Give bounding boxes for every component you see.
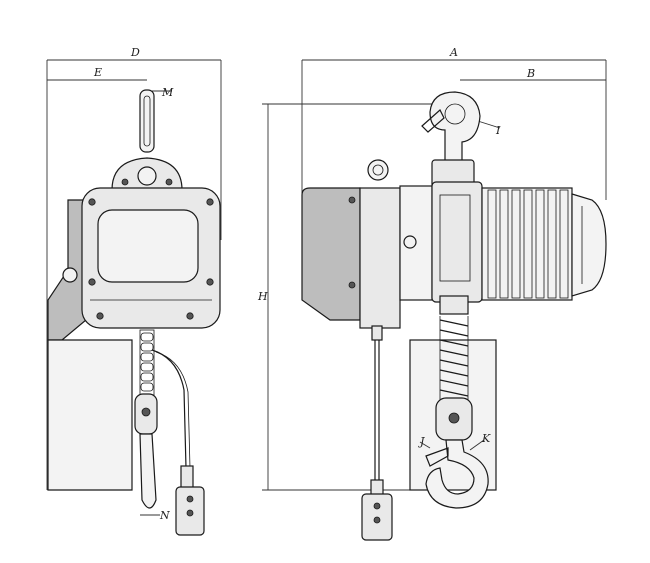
chain-link [140,332,154,342]
side-pendant-button-2 [373,516,381,524]
bottom-hook-latch [425,447,449,467]
side-housing-plug [403,235,417,249]
side-housing-plug [62,267,78,283]
load-chain-front [139,329,155,396]
fin-5 [535,189,545,299]
body-bolt-1 [88,198,96,206]
chain-link [140,352,154,362]
side-view: A B H I [257,46,607,541]
lifting-eye [367,159,389,181]
dim-label-j: J [418,435,425,448]
dim-j-leader [419,441,431,449]
body-bolt-2 [206,198,214,206]
chain-link [140,382,154,392]
pendant-button-2 [186,509,194,517]
motor-cooling-fins [487,189,569,299]
side-bottom-hook [425,439,489,509]
hanger-bolt-right [165,178,173,186]
dim-label-b: B [526,67,535,80]
top-hook-throat [444,103,466,125]
control-cable-front-outline [155,351,191,469]
lifting-eye-hole [372,164,384,176]
chain-link [140,372,154,382]
dim-label-i: I [495,124,501,137]
fin-4 [523,189,533,299]
dim-label-k: K [481,432,491,445]
fin-2 [499,189,509,299]
front-cover-panel [97,209,199,283]
brake-cover [439,194,471,282]
gearbox-bolt-2 [348,281,356,289]
body-bolt-6 [186,312,194,320]
hanger-eye [137,166,157,186]
chain-link [140,362,154,372]
chain-guide [139,329,155,396]
bottom-hook-front [139,433,157,509]
dim-label-h: H [257,290,268,303]
fin-3 [511,189,521,299]
motor-housing [481,187,573,301]
chain-container [47,339,133,491]
fin-1 [487,189,497,299]
dim-k-leader [469,439,485,451]
top-suspension-link [139,89,155,153]
hanger-bolt-left [121,178,129,186]
dim-label-n: N [159,509,170,522]
hook-block-pin [141,407,151,417]
spring-coils [439,319,469,397]
fin-7 [559,189,569,299]
body-bolt-5 [96,312,104,320]
pendant-strain-relief [180,465,194,489]
body-bolt-3 [88,278,96,286]
side-cable-gland [371,325,383,341]
dim-label-a: A [449,46,458,59]
dim-label-d: D [130,46,140,59]
gearbox-end-cap [301,187,361,321]
side-pendant-button-1 [373,502,381,510]
chain-link [140,342,154,352]
chain-guide-side [439,295,469,315]
front-view: D E M [46,46,222,536]
brake-housing [431,181,483,303]
top-link-slot [143,95,151,147]
dim-label-m: M [161,86,174,99]
side-main-housing [359,187,401,329]
side-hook-block-pin [448,412,460,424]
dim-label-e: E [93,66,102,79]
fin-6 [547,189,557,299]
top-hook [429,91,481,163]
chain-spring-side [439,316,469,400]
motor-end-cap [571,193,607,297]
top-hook-latch [421,109,445,133]
gearbox-bolt-1 [348,196,356,204]
body-bolt-4 [206,278,214,286]
pendant-button-1 [186,495,194,503]
